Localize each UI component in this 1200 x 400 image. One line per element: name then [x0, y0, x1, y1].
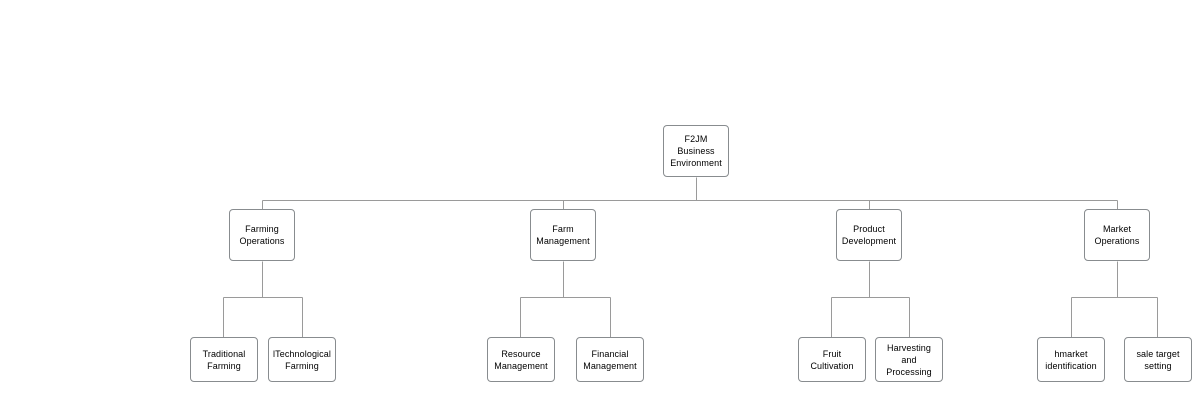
node-branch-farm-management[interactable]: Farm Management [530, 209, 596, 261]
node-leaf-traditional-farming[interactable]: Traditional Farming [190, 337, 258, 382]
node-root-f2jm-business-environment[interactable]: F2JM Business Environment [663, 125, 729, 177]
node-label: Market Operations [1094, 224, 1140, 246]
node-leaf-market-identification[interactable]: hmarket identification [1037, 337, 1105, 382]
node-branch-market-operations[interactable]: Market Operations [1084, 209, 1150, 261]
node-leaf-resource-management[interactable]: Resource Management [487, 337, 555, 382]
node-label: Farming Operations [239, 224, 285, 246]
node-label: Harvesting and Processing [886, 342, 932, 377]
node-label: F2JM Business Environment [670, 134, 722, 168]
node-label: lTechnological Farming [273, 348, 331, 371]
node-label: Fruit Cultivation [810, 348, 854, 371]
node-leaf-financial-management[interactable]: Financial Management [576, 337, 644, 382]
node-branch-product-development[interactable]: Product Development [836, 209, 902, 261]
node-label: Traditional Farming [202, 348, 246, 371]
node-branch-farming-operations[interactable]: Farming Operations [229, 209, 295, 261]
node-label: Product Development [841, 224, 897, 246]
node-leaf-sale-target-setting[interactable]: sale target setting [1124, 337, 1192, 382]
node-label: Resource Management [494, 348, 548, 371]
node-label: Financial Management [583, 348, 637, 371]
node-leaf-harvesting-and-processing[interactable]: Harvesting and Processing [875, 337, 943, 382]
node-leaf-fruit-cultivation[interactable]: Fruit Cultivation [798, 337, 866, 382]
node-label: Farm Management [536, 224, 590, 246]
node-leaf-technological-farming[interactable]: lTechnological Farming [268, 337, 336, 382]
node-label: sale target setting [1136, 348, 1180, 371]
node-label: hmarket identification [1045, 348, 1097, 371]
